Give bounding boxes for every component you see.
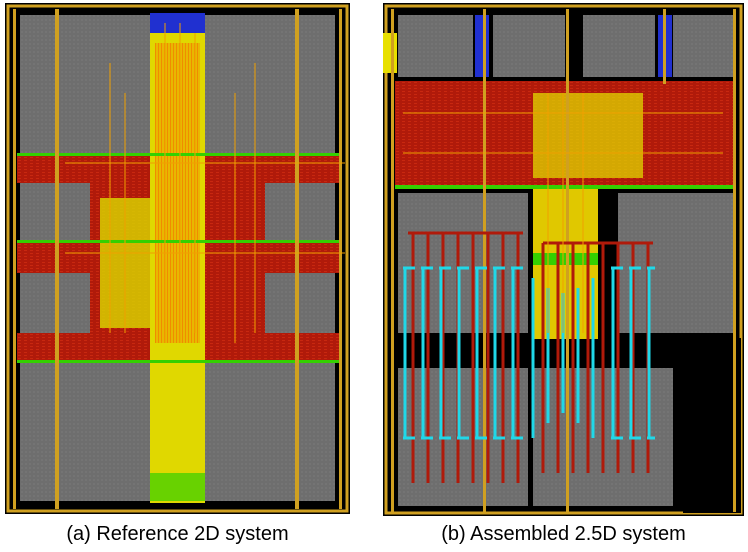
chiplet-wires bbox=[408, 231, 653, 483]
macro-block bbox=[398, 193, 528, 333]
die-boundary bbox=[6, 4, 349, 513]
power-rail bbox=[13, 9, 16, 509]
power-rail bbox=[55, 9, 59, 509]
routing-yellow bbox=[533, 93, 643, 178]
interposer-boundary bbox=[384, 4, 743, 515]
macro-block bbox=[398, 15, 473, 77]
macro-block bbox=[20, 15, 150, 155]
caption-assembled-25d: (b) Assembled 2.5D system bbox=[441, 523, 686, 545]
macro-block bbox=[205, 363, 335, 501]
macro-block bbox=[265, 183, 335, 243]
layout-2d-image bbox=[6, 4, 349, 513]
macro-block bbox=[20, 363, 150, 501]
power-rail bbox=[566, 9, 569, 512]
io-region bbox=[475, 15, 489, 77]
power-rail bbox=[483, 9, 486, 512]
power-rail bbox=[391, 9, 394, 512]
macro-block bbox=[618, 193, 735, 333]
macro-block bbox=[673, 15, 735, 77]
micro-bumps bbox=[403, 266, 655, 440]
layout-2d-panel bbox=[5, 3, 350, 514]
empty-area bbox=[683, 338, 741, 513]
routing-edge bbox=[17, 360, 342, 363]
power-rail bbox=[295, 9, 299, 509]
routing-column-dense bbox=[155, 43, 200, 343]
macro-block bbox=[583, 15, 655, 77]
macro-block bbox=[493, 15, 565, 77]
routing-edge bbox=[533, 253, 598, 265]
macro-block bbox=[205, 15, 335, 155]
layout-25d-panel bbox=[383, 3, 744, 516]
long-wires bbox=[403, 93, 723, 333]
macro-block bbox=[265, 273, 335, 333]
caption-reference-2d: (a) Reference 2D system bbox=[66, 523, 289, 545]
power-rail bbox=[663, 9, 666, 84]
long-wires bbox=[65, 23, 345, 343]
layout-25d-image bbox=[383, 4, 743, 515]
routing-edge bbox=[395, 185, 735, 189]
power-rail bbox=[339, 9, 342, 509]
power-rail bbox=[733, 9, 736, 512]
io-pad bbox=[383, 33, 397, 73]
routing-edge bbox=[150, 473, 205, 501]
